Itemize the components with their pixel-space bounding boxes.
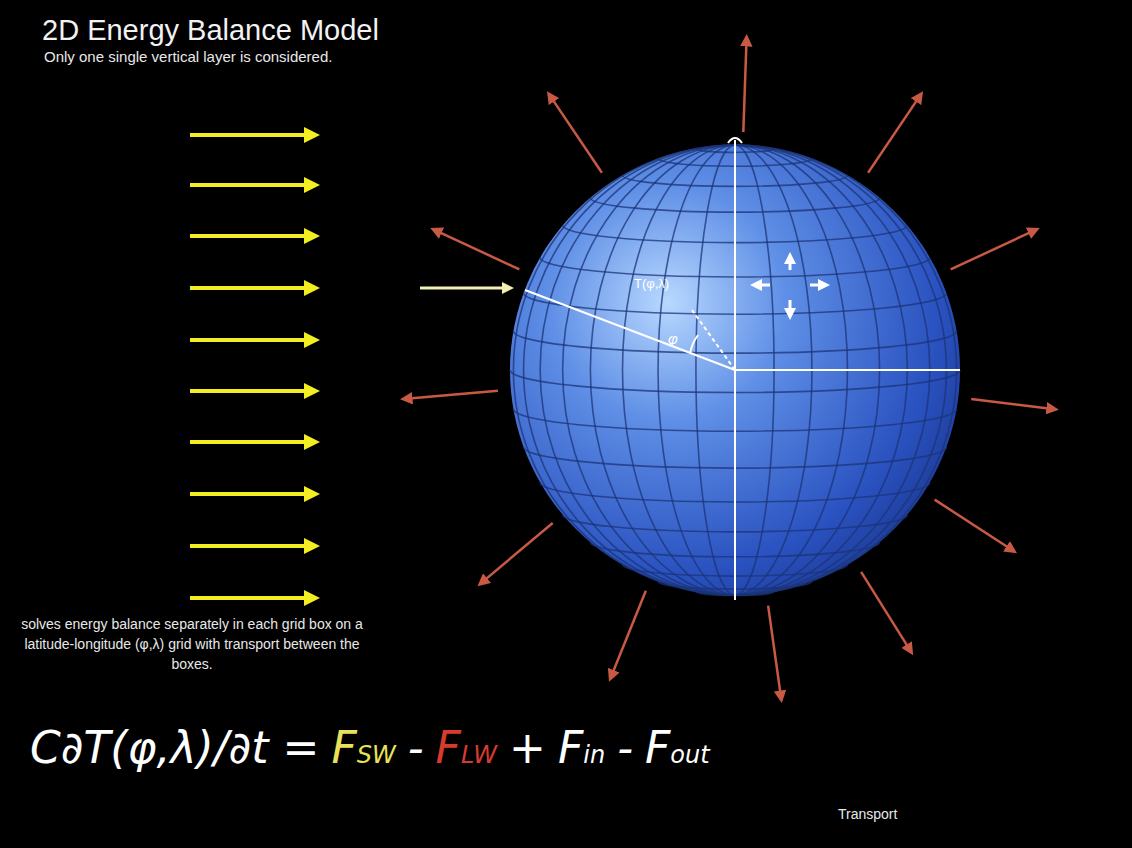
shortwave-term: FSW (331, 722, 395, 773)
transport-in-term: Fin (558, 722, 605, 773)
operator: + (509, 722, 546, 773)
longitude-line (623, 145, 736, 595)
lw-arrow (550, 96, 601, 172)
sun-arrow (190, 596, 312, 600)
lw-arrow (951, 231, 1034, 270)
longitude-line (524, 145, 735, 595)
lw-arrow (868, 96, 919, 172)
transport-out-term: Fout (645, 722, 710, 773)
globe-axes (420, 138, 960, 600)
lw-arrow (482, 523, 552, 582)
sun-arrow (190, 440, 312, 444)
sun-arrow (190, 183, 312, 187)
longwave-arrows (406, 40, 1052, 697)
subtitle: Only one single vertical layer is consid… (44, 48, 332, 65)
sun-arrow (190, 492, 312, 496)
longitude-line (563, 145, 735, 595)
transport-arrows (756, 258, 824, 314)
equation-lhs: C∂T(φ,λ)/∂t = (30, 722, 319, 773)
lw-arrow (743, 40, 746, 132)
longitude-line (696, 145, 735, 595)
lw-arrow (406, 391, 498, 399)
transport-label: Transport (838, 806, 897, 822)
equation: C∂T(φ,λ)/∂t =FSW-FLW+Fin-Fout (30, 722, 710, 773)
sun-arrow (190, 133, 312, 137)
lw-arrow (935, 500, 1012, 550)
longwave-term: FLW (436, 722, 497, 773)
sunlight-arrows (190, 135, 312, 598)
lw-arrow (768, 606, 781, 697)
operator: - (408, 722, 424, 773)
lw-arrow (861, 572, 910, 650)
operator: - (617, 722, 633, 773)
longitude-line (513, 145, 735, 595)
sun-arrow (190, 389, 312, 393)
sun-arrow (190, 286, 312, 290)
sun-arrow (190, 544, 312, 548)
lw-arrow (436, 231, 519, 270)
angle-label: φ (668, 330, 678, 347)
note: solves energy balance separately in each… (16, 614, 368, 674)
longitude-line (590, 145, 735, 595)
temperature-label: T(φ,λ) (634, 276, 669, 291)
sun-arrow (190, 338, 312, 342)
lw-arrow (971, 399, 1052, 409)
longitude-line (658, 145, 735, 595)
sun-arrow (190, 234, 312, 238)
lw-arrow (611, 591, 645, 676)
longitude-line (540, 145, 735, 595)
title: 2D Energy Balance Model (42, 14, 379, 47)
